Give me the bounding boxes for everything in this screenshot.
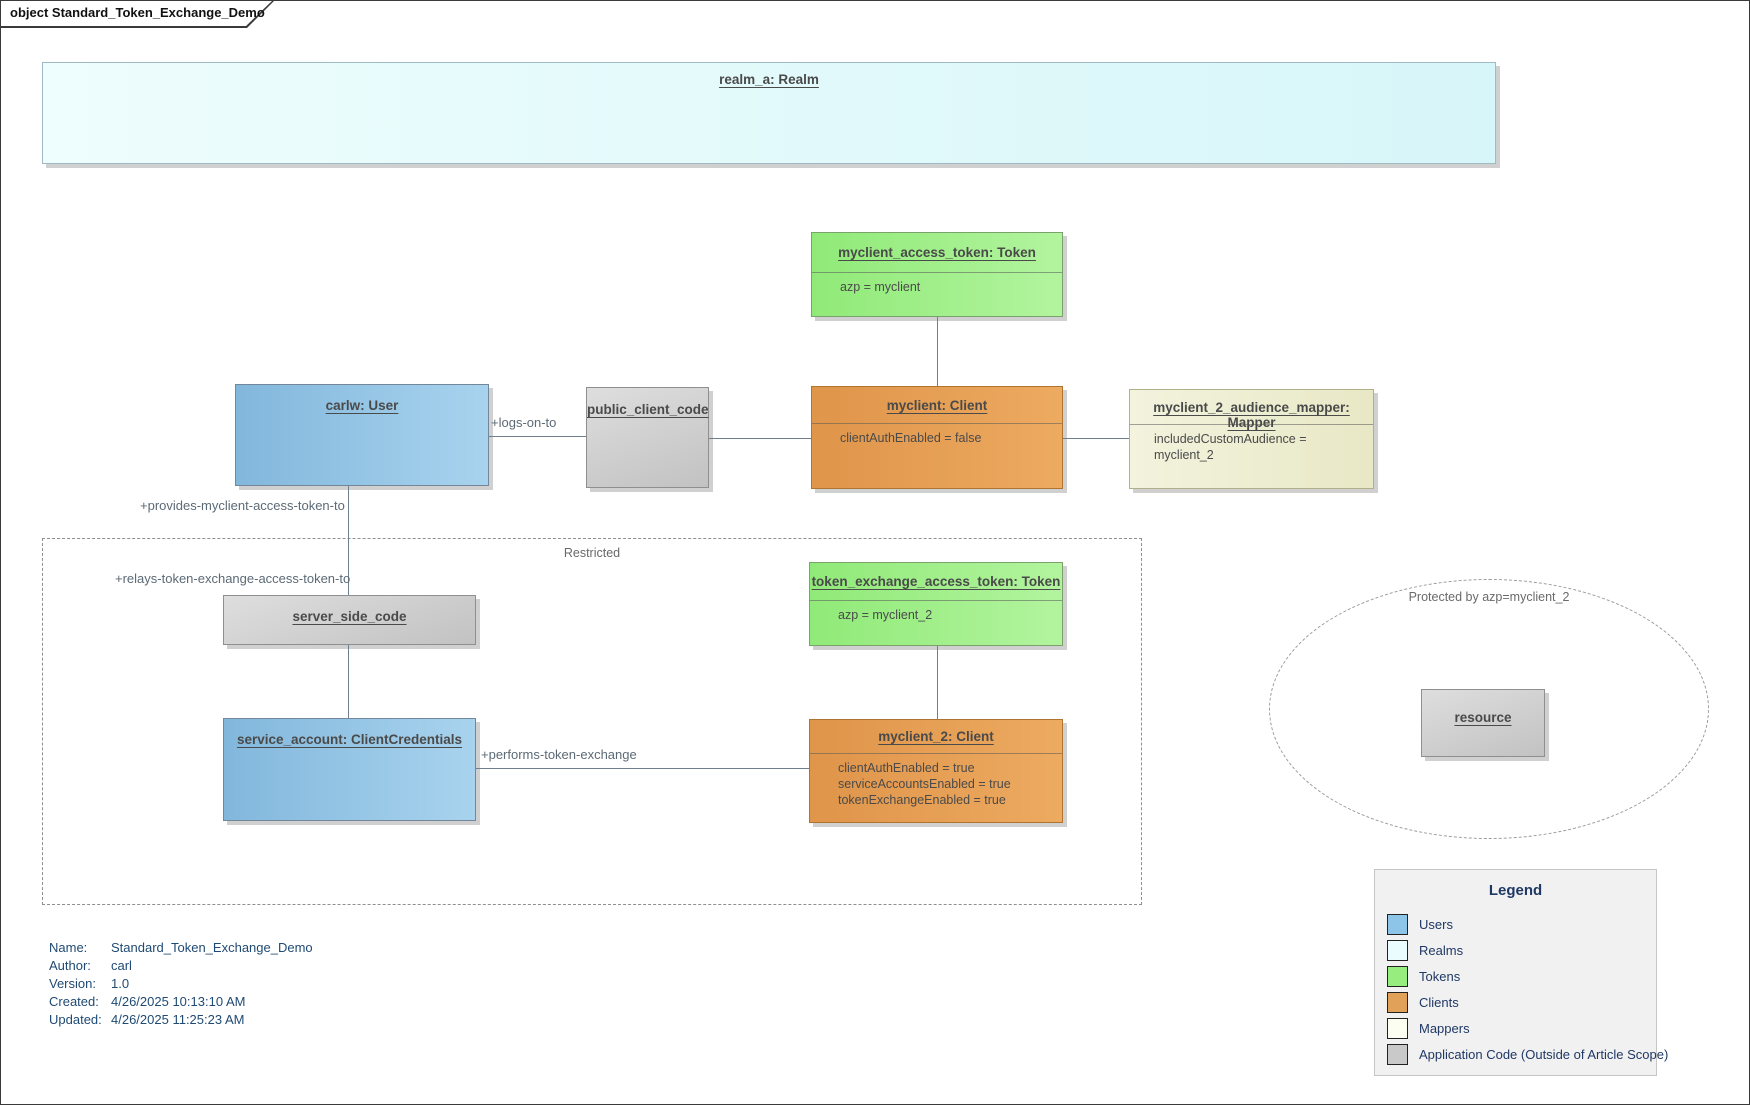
legend-item-application-code: Application Code (Outside of Article Sco… bbox=[1387, 1044, 1668, 1065]
metadata-label: Name: bbox=[49, 940, 88, 955]
metadata-value: 1.0 bbox=[111, 976, 130, 991]
object-attributes: azp = myclient_2 bbox=[810, 600, 1062, 623]
legend-title: Legend bbox=[1488, 882, 1543, 899]
object-realm-a[interactable]: realm_a: Realm bbox=[42, 62, 1496, 164]
tokens-color-swatch bbox=[1387, 966, 1408, 987]
object-title: myclient_2: Client bbox=[878, 729, 994, 744]
attribute: clientAuthEnabled = false bbox=[840, 431, 982, 445]
metadata-label: Updated: bbox=[49, 1012, 102, 1027]
metadata-row-name: Name: Standard_Token_Exchange_Demo bbox=[49, 939, 313, 957]
object-resource[interactable]: resource bbox=[1421, 689, 1545, 757]
object-public-client-code[interactable]: public_client_code bbox=[586, 387, 709, 488]
connector-public-client-code-to-myclient bbox=[709, 438, 811, 439]
legend-item-label: Clients bbox=[1419, 995, 1459, 1010]
restricted-boundary[interactable] bbox=[42, 538, 1142, 905]
object-title: carlw: User bbox=[325, 398, 399, 413]
metadata-value: 4/26/2025 11:25:23 AM bbox=[111, 1012, 245, 1027]
metadata-value: Standard_Token_Exchange_Demo bbox=[111, 940, 313, 955]
legend-item-users: Users bbox=[1387, 914, 1453, 935]
application-code-color-swatch bbox=[1387, 1044, 1408, 1065]
metadata-row-updated: Updated: 4/26/2025 11:25:23 AM bbox=[49, 1011, 313, 1029]
edge-label-provides-token: +provides-myclient-access-token-to bbox=[140, 498, 345, 513]
object-attributes: clientAuthEnabled = true serviceAccounts… bbox=[810, 753, 1062, 808]
legend-item-mappers: Mappers bbox=[1387, 1018, 1470, 1039]
object-myclient-client[interactable]: myclient: Client clientAuthEnabled = fal… bbox=[811, 386, 1063, 489]
object-myclient-2-client[interactable]: myclient_2: Client clientAuthEnabled = t… bbox=[809, 719, 1063, 823]
protected-boundary-label: Protected by azp=myclient_2 bbox=[1408, 590, 1570, 604]
diagram-metadata: Name: Standard_Token_Exchange_Demo Autho… bbox=[49, 939, 313, 1029]
metadata-row-created: Created: 4/26/2025 10:13:10 AM bbox=[49, 993, 313, 1011]
restricted-boundary-label: Restricted bbox=[563, 546, 621, 560]
attribute: azp = myclient bbox=[840, 280, 921, 294]
object-title: realm_a: Realm bbox=[719, 72, 819, 87]
attribute: includedCustomAudience = myclient_2 bbox=[1154, 432, 1307, 462]
metadata-row-version: Version: 1.0 bbox=[49, 975, 313, 993]
connector-myclient-to-mapper bbox=[1063, 438, 1129, 439]
users-color-swatch bbox=[1387, 914, 1408, 935]
object-attributes: includedCustomAudience = myclient_2 bbox=[1130, 424, 1373, 463]
legend-item-tokens: Tokens bbox=[1387, 966, 1460, 987]
connector-token-to-myclient bbox=[937, 317, 938, 386]
connector-token-exchange-token-to-myclient-2 bbox=[937, 646, 938, 719]
clients-color-swatch bbox=[1387, 992, 1408, 1013]
object-service-account[interactable]: service_account: ClientCredentials bbox=[223, 718, 476, 821]
protected-boundary[interactable] bbox=[1269, 579, 1709, 839]
metadata-label: Created: bbox=[49, 994, 99, 1009]
object-title: resource bbox=[1454, 710, 1512, 725]
object-title: myclient_access_token: Token bbox=[838, 245, 1036, 260]
legend-item-label: Application Code (Outside of Article Sco… bbox=[1419, 1047, 1669, 1062]
edge-label-performs-token-exchange: +performs-token-exchange bbox=[481, 747, 637, 762]
metadata-label: Version: bbox=[49, 976, 96, 991]
legend-item-clients: Clients bbox=[1387, 992, 1459, 1013]
object-carlw-user[interactable]: carlw: User bbox=[235, 384, 489, 486]
frame-tab-label: object Standard_Token_Exchange_Demo bbox=[10, 5, 265, 20]
object-attributes: clientAuthEnabled = false bbox=[812, 423, 1062, 446]
metadata-row-author: Author: carl bbox=[49, 957, 313, 975]
object-title: public_client_code bbox=[587, 402, 709, 417]
object-title: myclient: Client bbox=[886, 398, 988, 413]
object-attributes: azp = myclient bbox=[812, 272, 1062, 295]
attribute: tokenExchangeEnabled = true bbox=[838, 793, 1006, 807]
legend-item-label: Users bbox=[1419, 917, 1453, 932]
object-myclient-access-token[interactable]: myclient_access_token: Token azp = mycli… bbox=[811, 232, 1063, 317]
connector-service-account-to-myclient-2 bbox=[476, 768, 809, 769]
metadata-label: Author: bbox=[49, 958, 91, 973]
legend-item-label: Mappers bbox=[1419, 1021, 1470, 1036]
frame-tab bbox=[1, 1, 274, 28]
object-title: service_account: ClientCredentials bbox=[236, 732, 463, 747]
connector-carlw-to-server-side-code bbox=[348, 486, 349, 595]
legend-panel: Legend Users Realms Tokens Clients Mappe… bbox=[1374, 869, 1668, 1076]
attribute: clientAuthEnabled = true bbox=[838, 761, 975, 775]
mappers-color-swatch bbox=[1387, 1018, 1408, 1039]
object-myclient-2-audience-mapper[interactable]: myclient_2_audience_mapper: Mapper inclu… bbox=[1129, 389, 1374, 489]
legend-item-realms: Realms bbox=[1387, 940, 1463, 961]
metadata-value: carl bbox=[111, 958, 132, 973]
edge-label-logs-on-to: +logs-on-to bbox=[491, 415, 557, 430]
object-server-side-code[interactable]: server_side_code bbox=[223, 595, 476, 645]
legend-item-label: Tokens bbox=[1419, 969, 1461, 984]
metadata-value: 4/26/2025 10:13:10 AM bbox=[111, 994, 246, 1009]
frame-tab-fill bbox=[1, 1, 272, 26]
connector-server-side-code-to-service-account bbox=[348, 645, 349, 718]
attribute: serviceAccountsEnabled = true bbox=[838, 777, 1011, 791]
object-title: myclient_2_audience_mapper: Mapper bbox=[1153, 400, 1350, 430]
object-title: server_side_code bbox=[292, 609, 407, 624]
object-token-exchange-access-token[interactable]: token_exchange_access_token: Token azp =… bbox=[809, 562, 1063, 646]
edge-label-relays-token: +relays-token-exchange-access-token-to bbox=[115, 571, 351, 586]
attribute: azp = myclient_2 bbox=[838, 608, 933, 622]
connector-carlw-to-public-client-code bbox=[489, 436, 586, 437]
legend-item-label: Realms bbox=[1419, 943, 1464, 958]
object-title: token_exchange_access_token: Token bbox=[811, 574, 1061, 589]
realms-color-swatch bbox=[1387, 940, 1408, 961]
